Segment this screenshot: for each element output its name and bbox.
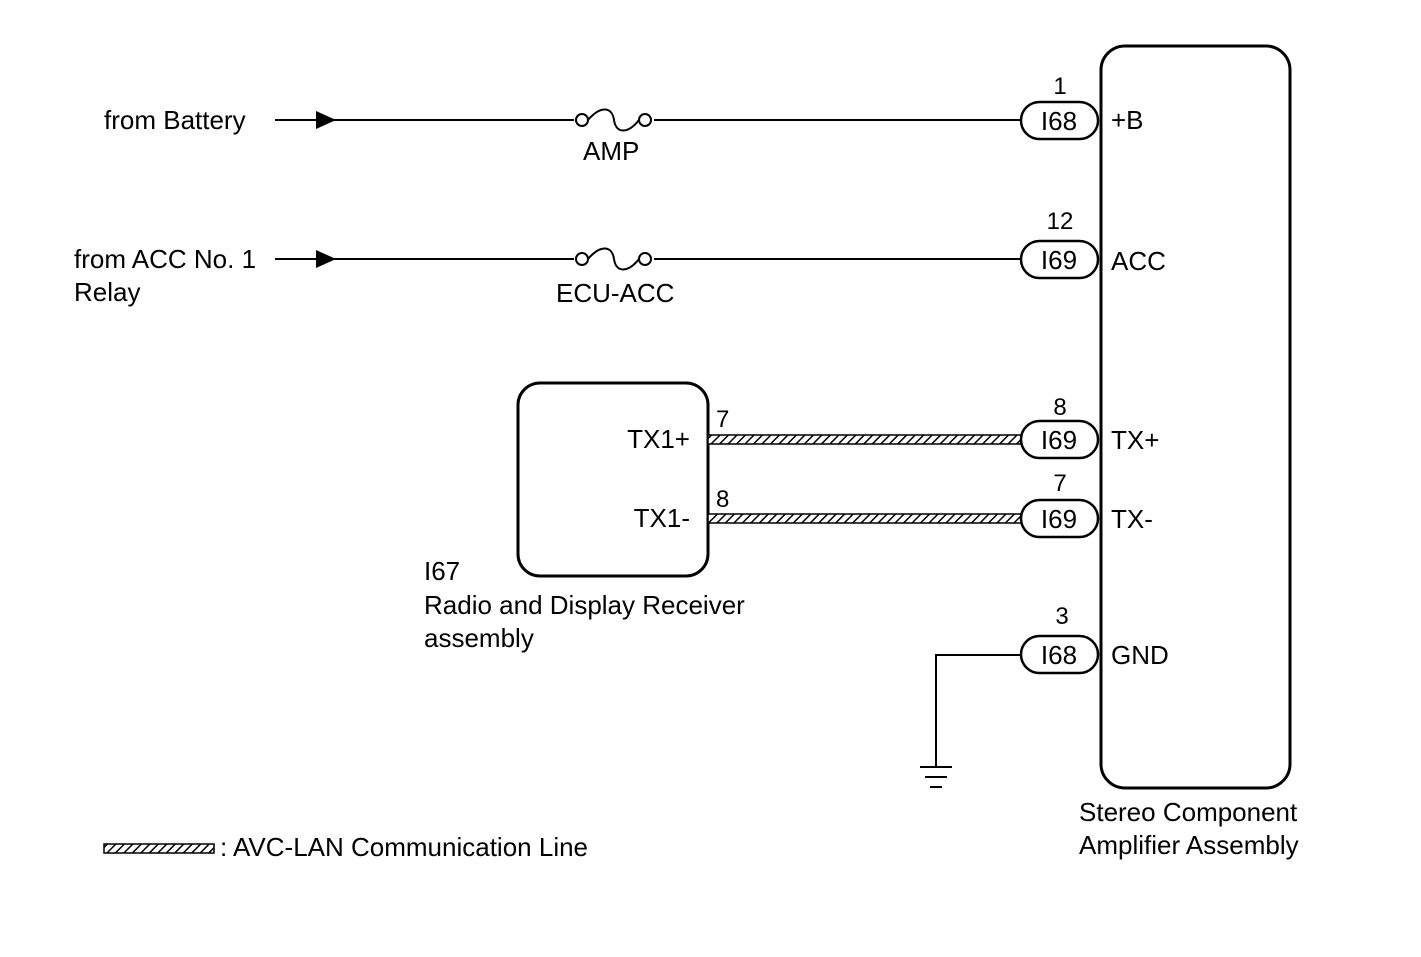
receiver-name-line2: assembly	[424, 623, 534, 653]
amplifier-name-line1: Stereo Component	[1079, 797, 1298, 827]
receiver-name-line1: Radio and Display Receiver	[424, 590, 745, 620]
terminal-gnd: GND	[1111, 640, 1169, 670]
terminal-acc: ACC	[1111, 246, 1166, 276]
receiver-id: I67	[424, 556, 460, 586]
connector-gnd-id: I68	[1041, 640, 1077, 670]
terminal-tx-plus: TX+	[1111, 425, 1159, 455]
receiver-pin-tx1plus-number: 7	[716, 406, 729, 433]
terminal-tx-minus: TX-	[1111, 504, 1153, 534]
legend-hatch-sample	[103, 843, 215, 854]
connector-tx-minus-pin-number: 7	[1053, 470, 1066, 497]
battery-input-label: from Battery	[104, 105, 246, 135]
connector-tx-minus: I69 7 TX-	[1019, 470, 1153, 539]
ground-icon	[920, 766, 952, 788]
battery-arrow-icon	[316, 111, 336, 129]
acc-arrow-icon	[316, 250, 336, 268]
connector-tx-plus-pin-number: 8	[1053, 394, 1066, 421]
connector-plus-b: I68 1 +B	[1019, 73, 1144, 141]
avc-lan-line-tx-minus	[707, 513, 1025, 524]
amplifier-name-line2: Amplifier Assembly	[1079, 830, 1299, 860]
connector-gnd: I68 3 GND	[1019, 603, 1169, 675]
receiver-pin-tx1plus-terminal: TX1+	[627, 424, 690, 454]
legend-label: : AVC-LAN Communication Line	[220, 832, 588, 862]
amp-fuse-label: AMP	[583, 136, 639, 166]
acc-relay-label-line1: from ACC No. 1	[74, 244, 256, 274]
connector-acc-id: I69	[1041, 245, 1077, 275]
gnd-wire	[935, 654, 1022, 766]
connector-plus-b-pin-number: 1	[1053, 73, 1066, 100]
receiver-pin-tx1minus-number: 8	[716, 486, 729, 513]
connector-tx-plus: I69 8 TX+	[1019, 394, 1159, 460]
avc-lan-line-tx-plus	[707, 434, 1025, 445]
receiver-box	[516, 381, 710, 578]
connector-plus-b-id: I68	[1041, 106, 1077, 136]
acc-relay-label-line2: Relay	[74, 277, 140, 307]
amplifier-box	[1099, 44, 1292, 790]
connector-tx-minus-id: I69	[1041, 504, 1077, 534]
terminal-plus-b: +B	[1111, 105, 1144, 135]
ecu-acc-fuse-label: ECU-ACC	[556, 278, 674, 308]
receiver-pin-tx1minus-terminal: TX1-	[634, 503, 690, 533]
amp-fuse-icon	[574, 108, 654, 132]
ecu-acc-fuse-icon	[574, 247, 654, 271]
connector-gnd-pin-number: 3	[1055, 603, 1068, 630]
connector-acc-pin-number: 12	[1047, 208, 1074, 235]
connector-tx-plus-id: I69	[1041, 425, 1077, 455]
connector-acc: I69 12 ACC	[1019, 208, 1166, 280]
